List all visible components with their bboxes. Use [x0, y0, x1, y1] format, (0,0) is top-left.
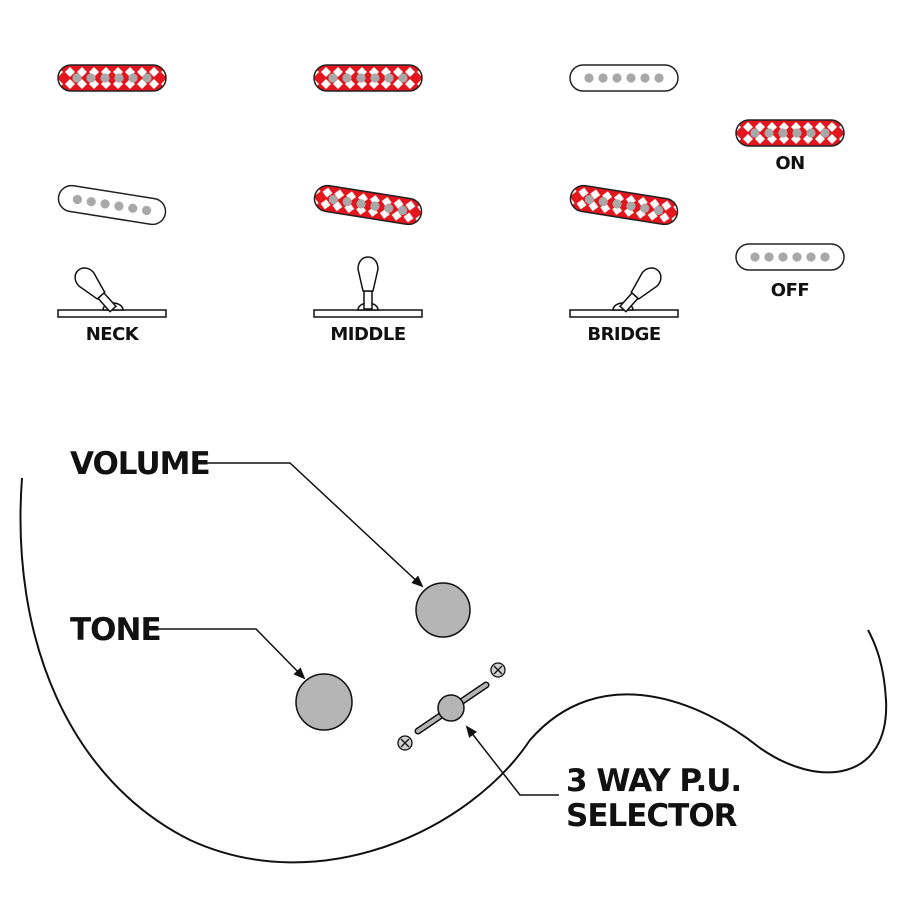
legend-on-pickup — [735, 119, 845, 147]
switch-lever-left — [74, 267, 118, 313]
screw-icon — [490, 662, 506, 678]
switch-neck-label: NECK — [86, 324, 140, 345]
pickup-neck-bottom — [57, 184, 167, 226]
screw-icon — [397, 735, 413, 751]
tone-label: TONE — [70, 612, 161, 648]
legend-off-label: OFF — [771, 280, 809, 301]
pickup-row-bottom — [57, 184, 679, 226]
switch-middle: MIDDLE — [313, 256, 423, 345]
switch-plate — [57, 309, 167, 318]
switch-middle-label: MIDDLE — [330, 324, 405, 345]
switch-bridge: BRIDGE — [569, 267, 679, 345]
pickup-middle-top — [313, 64, 423, 92]
volume-knob — [415, 582, 471, 638]
switch-lever-right — [618, 267, 662, 313]
switch-neck: NECK — [57, 267, 167, 345]
tone-knob — [295, 673, 353, 731]
switch-bridge-label: BRIDGE — [587, 324, 660, 345]
volume-label: VOLUME — [70, 446, 210, 482]
legend-on-label: ON — [775, 153, 804, 174]
legend: ON OFF — [735, 119, 845, 301]
tone-leader-arrow — [158, 628, 306, 680]
selector-knob — [437, 694, 465, 722]
selector-label-line2: SELECTOR — [566, 798, 738, 834]
pickup-neck-top — [57, 64, 167, 92]
pickup-middle-bottom — [313, 184, 423, 226]
guitar-body-outline — [19, 477, 888, 864]
switch-plate — [313, 309, 423, 318]
switch-lever-center — [357, 256, 379, 310]
pickup-selector-switch — [397, 662, 506, 751]
pickup-row-top — [57, 64, 679, 92]
legend-off-pickup — [735, 243, 845, 271]
volume-leader-arrow — [205, 462, 424, 588]
switch-plate — [569, 309, 679, 318]
pickup-bridge-bottom — [569, 184, 679, 226]
pickup-bridge-top — [569, 64, 679, 92]
selector-label-line1: 3 WAY P.U. — [566, 763, 741, 799]
selector-leader-arrow — [465, 725, 559, 796]
